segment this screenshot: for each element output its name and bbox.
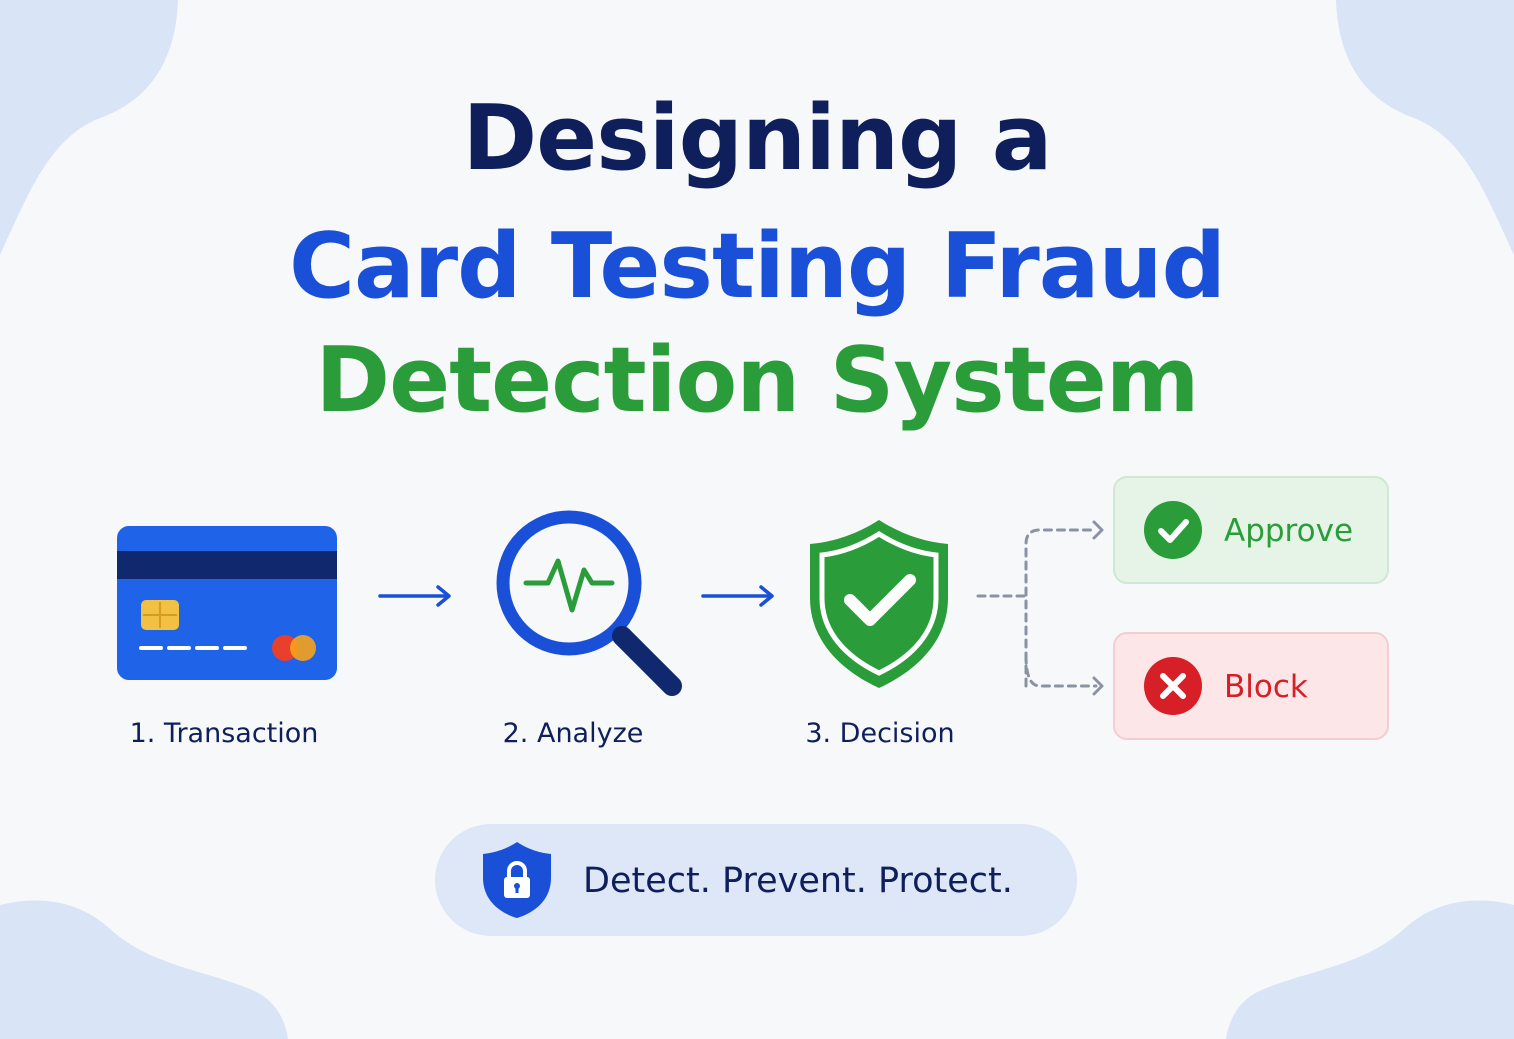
check-circle-icon	[1144, 501, 1202, 559]
outcome-label-block: Block	[1224, 669, 1308, 705]
corner-blob-top-left	[0, 0, 178, 255]
arrow-right-icon	[701, 585, 774, 607]
corner-blob-bottom-right	[1226, 900, 1514, 1039]
magnifier-pulse-icon	[496, 510, 682, 696]
outcome-block-card: Block	[1113, 632, 1389, 740]
shield-check-icon	[810, 520, 948, 688]
outcome-approve-card: Approve	[1113, 476, 1389, 584]
stage-label-decision: 3. Decision	[805, 718, 955, 749]
title-line-3: Detection System	[315, 328, 1199, 433]
x-circle-icon	[1144, 657, 1202, 715]
corner-blob-bottom-left	[0, 900, 288, 1039]
tagline-text: Detect. Prevent. Protect.	[583, 861, 1013, 901]
branch-connector	[976, 520, 1104, 696]
stage-label-analyze: 2. Analyze	[502, 718, 644, 749]
title-line-1: Designing a	[462, 86, 1052, 191]
shield-lock-icon	[483, 842, 551, 918]
credit-card-icon	[117, 526, 337, 680]
arrow-right-icon	[378, 585, 451, 607]
outcome-label-approve: Approve	[1224, 513, 1354, 549]
tagline-pill: Detect. Prevent. Protect.	[435, 824, 1077, 936]
corner-blob-top-right	[1336, 0, 1514, 255]
stage-label-transaction: 1. Transaction	[129, 718, 319, 749]
title-line-2: Card Testing Fraud	[288, 214, 1226, 319]
